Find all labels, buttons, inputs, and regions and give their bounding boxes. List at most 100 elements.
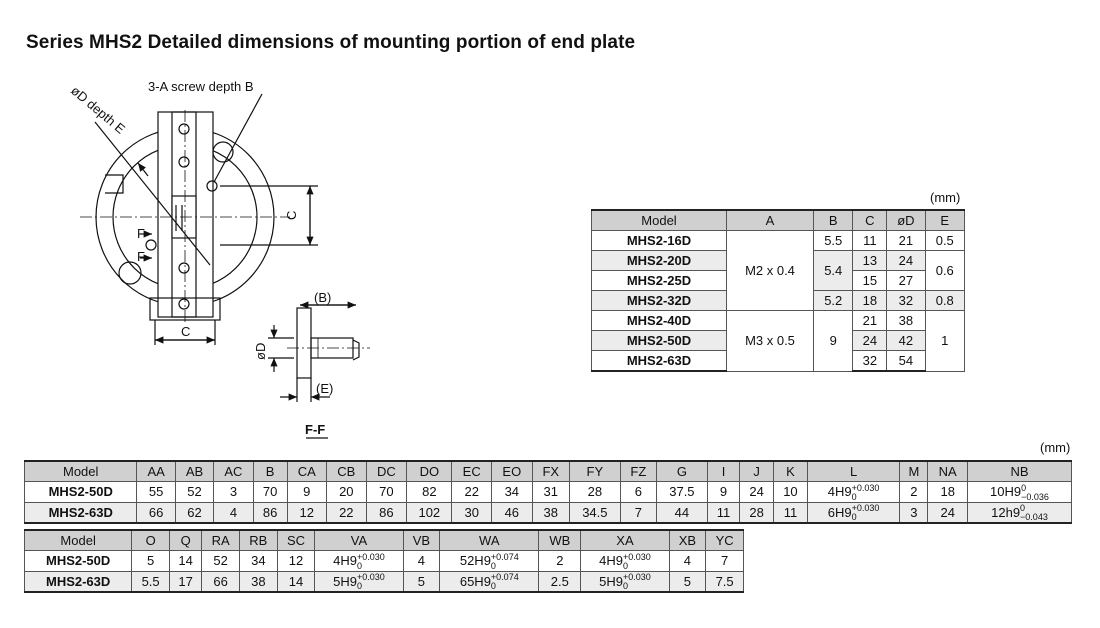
table-header: DO xyxy=(406,460,453,482)
table-header: VA xyxy=(314,529,404,551)
table-cell: 28 xyxy=(739,501,775,525)
unit-label-2: (mm) xyxy=(1040,440,1071,455)
table-cell: 18 xyxy=(927,481,968,503)
table-header: XA xyxy=(580,529,670,551)
table-cell: 86 xyxy=(252,501,288,525)
table-row: MHS2-16D M2 x 0.4 5.5 11 21 0.5 xyxy=(591,230,966,311)
table-header: CA xyxy=(286,460,328,482)
table-cell: 34 xyxy=(238,550,278,572)
table-cell: 4 xyxy=(213,501,254,525)
table-cell: 10 xyxy=(773,481,808,503)
table-cell: 31 xyxy=(531,481,570,503)
table-header: NB xyxy=(966,460,1073,482)
table-header: RB xyxy=(238,529,278,551)
table-header: CB xyxy=(326,460,367,482)
table-header: M xyxy=(899,460,929,482)
table-cell: 11 xyxy=(773,501,808,525)
table-cell: 30 xyxy=(451,501,492,525)
table-row: MHS2-40D M3 x 0.5 9 21 38 1 xyxy=(591,310,966,372)
table-header: G xyxy=(655,460,708,482)
table-header: Q xyxy=(168,529,203,551)
table-row: MHS2-32D 5.2 18 32 0.8 xyxy=(591,290,966,311)
table-cell: 34.5 xyxy=(568,501,621,525)
table-cell: 22 xyxy=(451,481,492,503)
table-cell: 70 xyxy=(252,481,288,503)
table-header: B xyxy=(252,460,288,482)
table-header: WA xyxy=(439,529,540,551)
table-cell: 5.5 xyxy=(131,570,170,594)
table-header: Model xyxy=(23,460,138,482)
table-cell: 12 xyxy=(276,550,316,572)
table-cell: 11 xyxy=(706,501,741,525)
table-row: MHS2-50D 24 42 xyxy=(591,330,965,351)
c-bottom-label: C xyxy=(181,324,190,339)
table-cell: 38 xyxy=(238,570,278,594)
table-header: Model xyxy=(23,529,133,551)
table-cell: 6 xyxy=(619,481,657,503)
model-cell: MHS2-63D xyxy=(23,501,138,525)
table-cell: 20 xyxy=(326,481,367,503)
table-cell: 55 xyxy=(136,481,176,503)
table-header: RA xyxy=(201,529,240,551)
table-cell: 66 xyxy=(201,570,240,594)
table-cell: 24 xyxy=(927,501,968,525)
e-dim-label: (E) xyxy=(316,381,333,396)
table-header: EC xyxy=(451,460,492,482)
table-cell: 102 xyxy=(406,501,453,525)
table-header: DC xyxy=(365,460,408,482)
f-bottom-label: F xyxy=(137,249,145,264)
table-row: MHS2-63D 32 54 xyxy=(591,350,965,372)
table-header: I xyxy=(706,460,741,482)
od-side-label: øD xyxy=(253,343,268,360)
table-cell: 28 xyxy=(568,481,621,503)
table-cell: 24 xyxy=(739,481,775,503)
model-cell: MHS2-50D xyxy=(23,481,138,503)
table-row: MHS2-20D 5.4 13 24 0.6 xyxy=(591,250,966,291)
table-header: L xyxy=(806,460,901,482)
table-cell: 5 xyxy=(668,570,707,594)
table-cell: 3 xyxy=(899,501,929,525)
table-cell: 3 xyxy=(213,481,254,503)
table-row: MHS2-25D 15 27 xyxy=(591,270,965,291)
table-cell: 14 xyxy=(276,570,316,594)
table-cell: 2 xyxy=(538,550,582,572)
table-cell: 86 xyxy=(365,501,408,525)
screw-label: 3-A screw depth B xyxy=(148,79,254,94)
table-cell: 4 xyxy=(402,550,441,572)
table-cell: 52 xyxy=(201,550,240,572)
table-header: SC xyxy=(276,529,316,551)
table-cell: 52 xyxy=(174,481,215,503)
table-header: NA xyxy=(927,460,968,482)
table-header: FZ xyxy=(619,460,657,482)
table-header: XB xyxy=(668,529,707,551)
table-header: AB xyxy=(174,460,215,482)
table-cell: 44 xyxy=(655,501,708,525)
table-cell: 37.5 xyxy=(655,481,708,503)
table-header: O xyxy=(131,529,170,551)
table-header: EO xyxy=(490,460,533,482)
table-header: K xyxy=(773,460,808,482)
page-title: Series MHS2 Detailed dimensions of mount… xyxy=(26,32,636,53)
table-cell: 7.5 xyxy=(705,570,744,594)
table-cell: 5 xyxy=(402,570,441,594)
table-header: FX xyxy=(531,460,570,482)
table-mount-dims: Model A B C øD E MHS2-16D M2 x 0.4 5.5 1… xyxy=(591,209,966,372)
table-cell: 22 xyxy=(326,501,367,525)
table-header: AC xyxy=(213,460,254,482)
table-cell: 38 xyxy=(531,501,570,525)
table-header: AA xyxy=(136,460,176,482)
